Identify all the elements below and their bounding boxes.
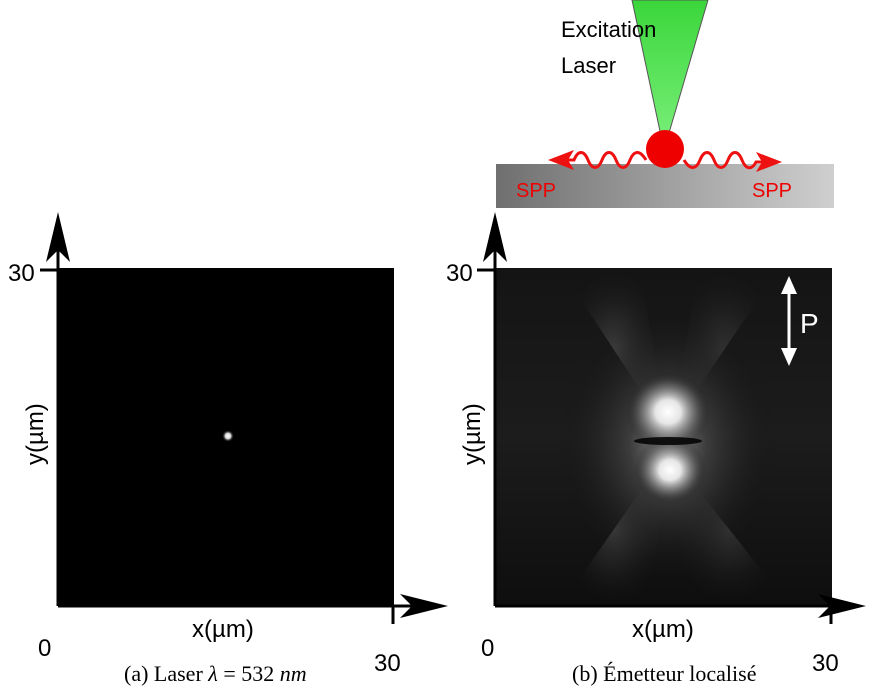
excitation-schematic: SPP SPP Excitation Laser — [496, 0, 834, 208]
caption-a: (a) Laser λ = 532 nm — [124, 661, 307, 686]
polarization-label: P — [800, 308, 819, 339]
x-max-label-a: 30 — [374, 650, 401, 677]
emission-lobe-lower — [634, 436, 706, 504]
laser-label-line1: Excitation — [561, 17, 656, 42]
x-max-label-b: 30 — [812, 650, 839, 677]
spp-wave-right — [682, 151, 764, 170]
y-axis-label-a: y(µm) — [22, 403, 49, 465]
caption-b: (b) Émetteur localisé — [572, 661, 756, 686]
spp-arrow-right — [756, 152, 782, 172]
panel-b: P 30 0 30 x(µm) y(µm) (b) Émetteur local… — [446, 212, 866, 686]
spp-wave-left — [566, 151, 648, 169]
y-max-label-b: 30 — [446, 260, 473, 287]
origin-label-b: 0 — [481, 635, 494, 662]
x-axis-label-b: x(µm) — [632, 616, 694, 643]
emission-lobe-upper — [626, 372, 710, 452]
y-axis-arrow-a — [46, 212, 70, 262]
panel-a: 30 0 30 x(µm) y(µm) (a) Laser λ = 532 nm — [8, 212, 448, 686]
spp-arrow-left — [548, 150, 574, 170]
y-max-label-a: 30 — [8, 260, 35, 287]
spp-label-left: SPP — [516, 180, 556, 202]
x-axis-arrow-a — [400, 594, 448, 618]
emission-node — [634, 437, 702, 445]
polarization-arrow — [781, 276, 797, 366]
x-axis-label-a: x(µm) — [192, 616, 254, 643]
origin-label-a: 0 — [38, 635, 51, 662]
laser-spot — [222, 430, 234, 442]
metal-film — [496, 164, 834, 208]
spp-label-right: SPP — [752, 180, 792, 202]
y-axis-label-b: y(µm) — [459, 403, 486, 465]
y-axis-arrow-b — [483, 212, 507, 262]
emitter-dot — [646, 130, 684, 168]
laser-beam — [631, 0, 709, 151]
laser-label-line2: Laser — [561, 53, 616, 78]
